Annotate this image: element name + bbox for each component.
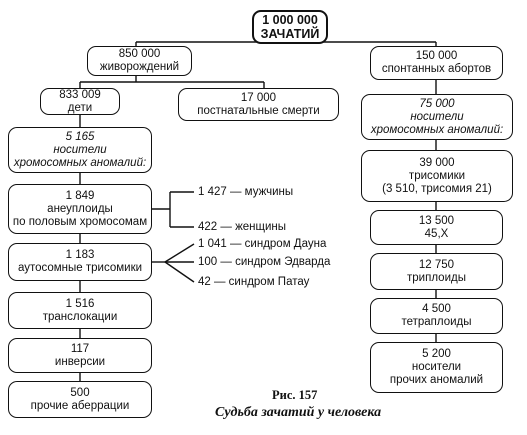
translocations-label: транслокации — [42, 310, 118, 323]
inversions-value: 117 — [70, 342, 90, 355]
other-anomalies-label-2: прочих аномалий — [389, 374, 484, 386]
tetraploids-value: 4 500 — [422, 303, 451, 315]
children-value: 833 009 — [59, 88, 101, 101]
conceptions-value: 1 000 000 — [262, 13, 318, 27]
tetraploids-label: тетраплоиды — [401, 316, 472, 328]
left-carriers-label-1: носители — [53, 143, 107, 156]
left-carriers-label-2: хромосомных аномалий: — [13, 156, 147, 169]
postnatal-value: 17 000 — [240, 91, 277, 104]
sex-aneuploidy-label-2: по половым хромосомам — [12, 215, 148, 228]
autosomal-label: аутосомные трисомики — [17, 262, 143, 274]
figure-title: Судьба зачатий у человека — [215, 405, 382, 420]
males-label: 1 427 — мужчины — [198, 186, 294, 198]
children-label: дети — [67, 101, 93, 114]
live-births-label: живорождений — [99, 61, 180, 73]
live-births-value: 850 000 — [118, 48, 161, 60]
right-carriers-label-2: хромосомных аномалий: — [370, 123, 504, 136]
right-carriers-value: 75 000 — [419, 97, 455, 110]
live-births-box: 850 000 живорождений — [87, 46, 192, 76]
trisomics-box: 39 000 трисомики (3 510, трисомия 21) — [361, 150, 513, 202]
trisomics-label-1: трисомики — [408, 169, 466, 182]
trisomics-value: 39 000 — [419, 156, 455, 169]
edwards-syndrome-label: 100 — синдром Эдварда — [198, 256, 331, 268]
sex-aneuploidy-label-1: анеуплоиды — [47, 202, 113, 215]
down-syndrome-label: 1 041 — синдром Дауна — [198, 238, 327, 250]
spontaneous-label: спонтанных абортов — [381, 63, 492, 75]
triploids-label: триплоиды — [407, 271, 466, 284]
x45-label: 45,X — [424, 227, 449, 240]
inversions-box: 117 инверсии — [8, 338, 152, 373]
trisomics-label-2: (3 510, трисомия 21) — [382, 182, 492, 195]
females-label: 422 — женщины — [198, 221, 287, 233]
inversions-label: инверсии — [54, 355, 106, 368]
postnatal-deaths-box: 17 000 постнатальные смерти — [178, 88, 339, 121]
other-aberrations-label: прочие аберрации — [30, 399, 130, 412]
conceptions-box: 1 000 000 ЗАЧАТИЙ — [252, 10, 328, 44]
autosomal-trisomics-box: 1 183 аутосомные трисомики — [8, 243, 152, 281]
left-carriers-value: 5 165 — [65, 130, 95, 143]
other-anomalies-label-1: носители — [411, 361, 462, 373]
spontaneous-abortions-box: 150 000 спонтанных абортов — [370, 46, 503, 80]
left-carriers-box: 5 165 носители хромосомных аномалий: — [8, 127, 152, 173]
sex-aneuploidy-value: 1 849 — [65, 189, 95, 202]
right-carriers-label-1: носители — [410, 110, 464, 123]
tetraploids-box: 4 500 тетраплоиды — [370, 298, 503, 334]
patau-syndrome-label: 42 — синдром Патау — [198, 276, 310, 288]
x45-value: 13 500 — [418, 214, 455, 227]
other-anomalies-box: 5 200 носители прочих аномалий — [370, 342, 503, 393]
translocations-box: 1 516 транслокации — [8, 292, 152, 329]
sex-aneuploidy-box: 1 849 анеуплоиды по половым хромосомам — [8, 184, 152, 234]
triploids-box: 12 750 триплоиды — [370, 253, 503, 290]
other-aberrations-box: 500 прочие аберрации — [8, 381, 152, 418]
translocations-value: 1 516 — [65, 297, 95, 310]
x45-box: 13 500 45,X — [370, 210, 503, 245]
children-box: 833 009 дети — [40, 88, 120, 115]
conceptions-label: ЗАЧАТИЙ — [260, 27, 320, 41]
spontaneous-value: 150 000 — [415, 50, 458, 62]
other-anomalies-value: 5 200 — [422, 348, 451, 360]
right-carriers-box: 75 000 носители хромосомных аномалий: — [361, 94, 513, 140]
figure-number: Рис. 157 — [272, 388, 318, 402]
other-aberrations-value: 500 — [70, 386, 90, 399]
postnatal-label: постнатальные смерти — [197, 104, 320, 117]
autosomal-value: 1 183 — [65, 249, 95, 261]
triploids-value: 12 750 — [418, 258, 455, 271]
